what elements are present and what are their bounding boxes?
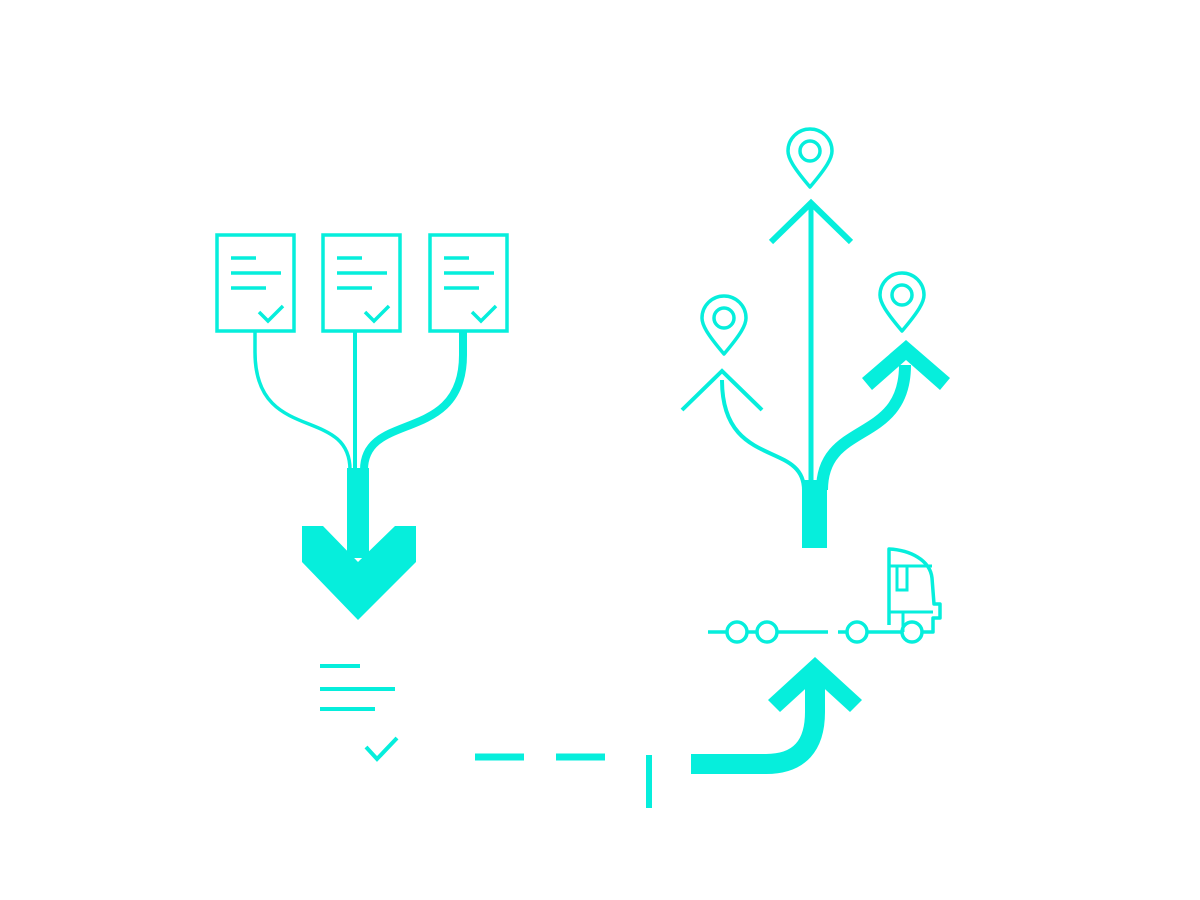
document-icon	[321, 233, 402, 333]
checkmark-icon	[364, 736, 399, 762]
document-icon	[215, 233, 296, 333]
location-pin-icon	[700, 294, 748, 356]
curved-up-arrow-icon	[691, 657, 862, 774]
checkmark-icon	[363, 304, 391, 324]
location-pin-icon	[786, 127, 834, 189]
document-icon	[428, 233, 509, 333]
summary-document-icon	[320, 664, 399, 762]
merge-arrow-icon	[253, 331, 467, 620]
split-arrow-icon	[680, 198, 950, 548]
checkmark-icon	[470, 304, 498, 324]
truck-icon	[838, 547, 942, 644]
trailer-axle-icon	[708, 620, 828, 644]
location-pin-icon	[878, 271, 926, 333]
dashed-path-icon	[475, 753, 652, 808]
checkmark-icon	[257, 304, 285, 324]
